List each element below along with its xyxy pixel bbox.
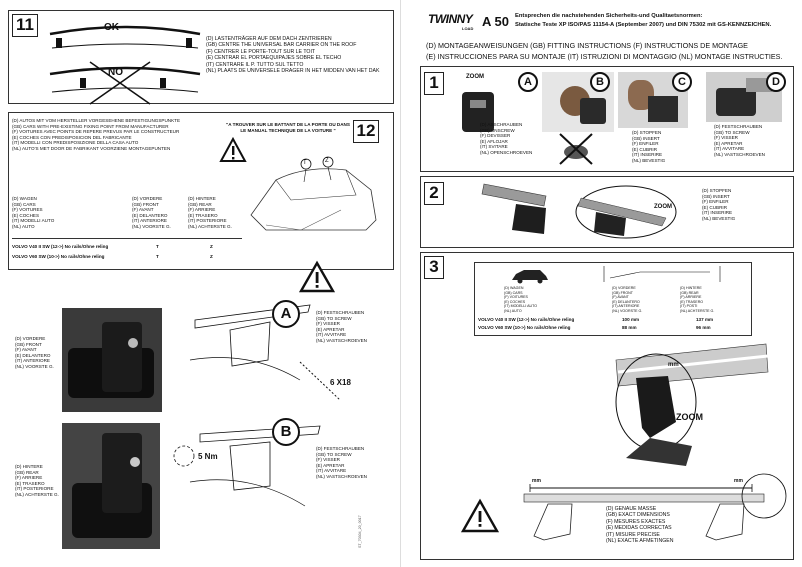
marker-z: Z bbox=[325, 158, 329, 164]
step-3-number: 3 bbox=[424, 256, 444, 279]
screw-size: 6 X18 bbox=[330, 378, 351, 387]
ok-label: OK bbox=[104, 22, 119, 33]
warning-icon bbox=[460, 498, 500, 533]
warning-icon bbox=[219, 136, 247, 162]
instructions-line-1: (D) MONTAGEANWEISUNGEN (GB) FITTING INST… bbox=[426, 41, 748, 50]
table-divider bbox=[12, 238, 242, 239]
front-column: (D) VORDERE (GB) FRONT (F) AVANT (E) DEL… bbox=[132, 196, 171, 229]
cars-column: (D) WAGEN (GB) CARS (F) VOITURES (E) COC… bbox=[12, 196, 55, 229]
no-label: NO bbox=[108, 67, 123, 78]
mm-label: mm bbox=[734, 478, 743, 484]
instructions-line-2: (E) INSTRUCCIONES PARA SU MONTAJE (IT) I… bbox=[426, 52, 783, 61]
step-a-text: (D) FESTSCHRAUBEN (GB) TO SCREW (F) VISS… bbox=[316, 310, 367, 343]
rear-column: (D) HINTERE (GB) REAR (F) ARRIERE (E) TR… bbox=[188, 196, 232, 229]
table-row: VOLVO V40 II SW (12->) No rails/Ohne rel… bbox=[12, 244, 213, 249]
foot-closeup-photo bbox=[456, 84, 500, 138]
ruler-zoom-illustration bbox=[615, 343, 769, 466]
step-1b-badge: B bbox=[590, 72, 610, 92]
screw-text: (D) FESTSCHRAUBEN (GB) TO SCREW (F) VISS… bbox=[714, 124, 765, 157]
marker-t: T bbox=[303, 160, 307, 166]
zoom-label: ZOOM bbox=[466, 74, 484, 80]
car-fixing-points-illustration bbox=[250, 156, 377, 231]
front-foot-photo bbox=[62, 308, 162, 412]
spacing-diagram bbox=[603, 266, 721, 282]
brand-logo: TWINNY bbox=[428, 12, 473, 26]
page-divider bbox=[400, 0, 401, 567]
door-note: "A TROUVER SUR LE BATTANT DE LA PORTE OU… bbox=[226, 122, 350, 133]
step-3-cars-column: (D) WAGEN (GB) CARS (F) VOITURES (E) COC… bbox=[504, 286, 538, 313]
roof-bars-illustration bbox=[49, 25, 201, 105]
mm-label: mm bbox=[668, 362, 679, 368]
table-row: VOLVO V60 SW (10->) No rails/Ohne reling… bbox=[12, 254, 213, 259]
foot-b-illustration bbox=[173, 425, 321, 507]
step-3-rear-column: (D) HINTERE (GB) REAR (F) ARRIERE (E) TR… bbox=[680, 286, 715, 313]
step-2-number: 2 bbox=[424, 182, 444, 205]
car-silhouette-icon bbox=[512, 270, 548, 284]
step-1c-badge: C bbox=[672, 72, 692, 92]
standards-line-1: Entsprechen die nachstehenden Sicherheit… bbox=[515, 13, 703, 19]
mm-label: mm bbox=[532, 478, 541, 484]
zoom-label: ZOOM bbox=[654, 204, 672, 210]
step-12-intro: (D) AUTOS MIT VOM HERSTELLER VORGESEHENE… bbox=[12, 118, 181, 151]
step-12-number: 12 bbox=[353, 120, 379, 143]
step-11-number: 11 bbox=[12, 14, 38, 37]
foot-a-illustration bbox=[189, 304, 341, 401]
torque-value: 5 Nm bbox=[198, 452, 218, 461]
unscrew-text: (D) ABSCHRAUBEN (GB) UNSCREW (F) DEVISSE… bbox=[480, 122, 533, 155]
step-2-text: (D) STOPFEN (GB) INSERT (F) ENFILER (E) … bbox=[702, 188, 736, 221]
document-code: ST_70304_20_0017 bbox=[358, 515, 362, 548]
step-1d-badge: D bbox=[766, 72, 786, 92]
rear-foot-photo bbox=[62, 423, 160, 549]
insert-text: (D) STOPFEN (GB) INSERT (F) ENFILER (E) … bbox=[632, 130, 666, 163]
step-3-front-column: (D) VORDERE (GB) FRONT (F) AVANT (E) DEL… bbox=[612, 286, 643, 313]
bar-insert-illustration bbox=[481, 183, 677, 239]
rear-foot-text: (D) HINTERE (GB) REAR (F) ARRIERE (E) TR… bbox=[15, 464, 59, 497]
exact-dimensions-text: (D) GENAUE MASSE (GB) EXACT DIMENSIONS (… bbox=[606, 506, 674, 545]
step-1a-badge: A bbox=[518, 72, 538, 92]
step-a-badge: A bbox=[272, 300, 300, 328]
brand-sub: LOAD bbox=[462, 26, 474, 31]
step-12-panel bbox=[8, 112, 394, 270]
step-11-text: (D) LASTENTRÄGER AUF DEM DACH ZENTRIEREN… bbox=[206, 36, 380, 75]
zoom-label: ZOOM bbox=[676, 412, 703, 422]
wrong-cross-icon bbox=[559, 133, 593, 165]
model-title: A 50 bbox=[482, 14, 509, 29]
bar-measure-illustration bbox=[523, 473, 787, 541]
front-foot-text: (D) VORDERE (GB) FRONT (F) AVANT (E) DEL… bbox=[15, 336, 54, 369]
step-b-text: (D) FESTSCHRAUBEN (GB) TO SCREW (F) VISS… bbox=[316, 446, 367, 479]
step-b-badge: B bbox=[272, 418, 300, 446]
table-row: VOLVO V40 II SW (12->) No rails/Ohne rel… bbox=[478, 317, 714, 322]
step-11-panel bbox=[8, 10, 394, 104]
step-1-number: 1 bbox=[424, 72, 444, 95]
table-row: VOLVO V60 SW (10->) No rails/Ohne reling… bbox=[478, 325, 711, 330]
dimensions-table-frame bbox=[474, 262, 752, 336]
standards-line-2: Statische Teste XP ISO/PAS 11154-A (Sept… bbox=[515, 22, 772, 28]
warning-icon bbox=[298, 260, 336, 293]
